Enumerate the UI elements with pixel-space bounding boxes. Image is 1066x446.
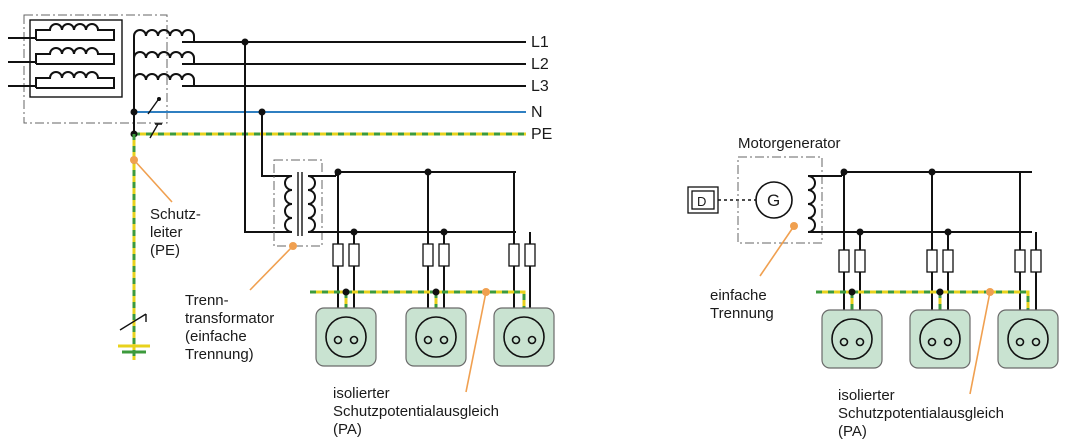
pa-dot-right-1 (848, 288, 856, 296)
pa-dot-right-2 (936, 288, 944, 296)
primary-coil-3 (35, 71, 115, 89)
left-socket-branches (334, 168, 531, 312)
secondary-coil-3 (133, 73, 195, 86)
label-pa-left-3: (PA) (333, 421, 362, 438)
generator-icon: G (755, 181, 793, 219)
label-pa-right-2: Schutzpotentialausgleich (838, 405, 1004, 422)
leader-pa-left (465, 291, 487, 393)
dot-n-star (130, 108, 138, 116)
socket-left-2 (405, 307, 467, 367)
primary-coil-2 (35, 47, 115, 65)
pa-dot-left-1 (342, 288, 350, 296)
generator-coil (807, 175, 816, 233)
leader-pa-right (969, 291, 991, 395)
socket-right-2 (909, 309, 971, 369)
label-trenntrafo-1: Trenn- (185, 292, 229, 309)
label-einfache-1: einfache (710, 287, 767, 304)
iso-core (297, 172, 303, 236)
iso-secondary-coil (307, 175, 316, 233)
label-trenntrafo-3: (einfache (185, 328, 247, 345)
isolating-transformer-frame (273, 159, 323, 247)
label-motorgenerator: Motorgenerator (738, 135, 841, 152)
socket-right-3 (997, 309, 1059, 369)
earth-switch (119, 313, 147, 331)
label-trenntrafo-2: transformator (185, 310, 274, 327)
right-fuses (838, 249, 1042, 273)
primary-coil-1 (35, 23, 115, 41)
label-pa-left-2: Schutzpotentialausgleich (333, 403, 499, 420)
earth-icon (118, 344, 150, 354)
label-schutzleiter-2: leiter (150, 224, 183, 241)
label-schutzleiter-3: (PE) (150, 242, 180, 259)
socket-left-1 (315, 307, 377, 367)
supply-transformer-frame (23, 14, 168, 124)
label-schutzleiter-1: Schutz- (150, 206, 201, 223)
secondary-coil-2 (133, 51, 195, 64)
label-einfache-2: Trennung (710, 305, 774, 322)
transformer-core (29, 19, 123, 98)
socket-left-3 (493, 307, 555, 367)
label-pe: PE (531, 126, 552, 143)
drive-box-label: D (697, 194, 706, 209)
label-pa-right-3: (PA) (838, 423, 867, 440)
feed-l1-to-trafo (244, 42, 292, 233)
label-trenntrafo-4: Trennung) (185, 346, 254, 363)
leader-einfache-trennung (759, 225, 795, 277)
label-pa-right-1: isolierter (838, 387, 895, 404)
label-l1: L1 (531, 34, 549, 51)
drive-box: D (687, 186, 719, 214)
feed-n-to-trafo (261, 112, 292, 177)
left-fuses (332, 243, 536, 267)
socket-right-1 (821, 309, 883, 369)
label-n: N (531, 104, 543, 121)
leader-trenntrafo (249, 245, 294, 291)
label-l3: L3 (531, 78, 549, 95)
switch-n (147, 99, 159, 115)
generator-label: G (767, 191, 780, 210)
motorgenerator-frame (737, 156, 823, 244)
label-l2: L2 (531, 56, 549, 73)
iso-primary-coil (284, 175, 293, 233)
label-pa-left-1: isolierter (333, 385, 390, 402)
switch-n-dot (157, 97, 161, 101)
pa-dot-left-2 (432, 288, 440, 296)
leader-schutzleiter (133, 159, 173, 203)
supply-transformer (8, 14, 195, 134)
switch-pe (149, 123, 162, 139)
secondary-coil-1 (133, 29, 195, 42)
